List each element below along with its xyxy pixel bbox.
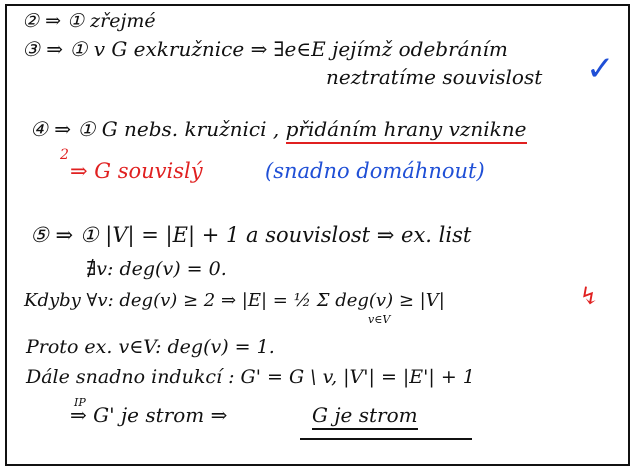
note-line-5a: ⑤ ⇒ ① |V| = |E| + 1 a souvislost ⇒ ex. l… — [30, 223, 472, 247]
page-border — [5, 4, 630, 466]
note-line-5d: Proto ex. v∈V: deg(v) = 1. — [26, 336, 275, 358]
check-mark-icon: ✓ — [586, 49, 615, 89]
note-line-4a-start: ④ ⇒ ① G nebs. kružnici , — [30, 117, 280, 141]
conclusion-double-underline — [300, 438, 472, 440]
note-line-5c: Kdyby ∀v: deg(v) ≥ 2 ⇒ |E| = ½ Σ deg(v) … — [24, 290, 445, 311]
note-line-5e: Dále snadno indukcí : G' = G \ v, |V'| =… — [26, 366, 475, 388]
note-line-4a-underlined: přidáním hrany vznikne — [285, 117, 527, 144]
contradiction-mark: ↯ — [579, 282, 600, 310]
note-line-4b-red: ⇒ G souvislý — [70, 159, 203, 183]
note-line-5f-ip: IP — [74, 396, 86, 409]
note-line-3a: ③ ⇒ ① v G exkružnice ⇒ ∃e∈E jejímž odebr… — [22, 37, 508, 61]
note-line-5b: ∄v: deg(v) = 0. — [86, 258, 227, 280]
note-line-4b-blue: (snadno domáhnout) — [265, 159, 485, 183]
note-line-3b: neztratíme souvislost — [326, 65, 543, 89]
conclusion-text: G je strom — [312, 403, 418, 430]
note-line-4a: ④ ⇒ ① G nebs. kružnici , přidáním hrany … — [30, 117, 527, 144]
note-line-5f-b: G je strom — [312, 403, 418, 430]
note-line-5c-sub: v∈V — [368, 313, 391, 326]
note-line-1: ② ⇒ ① zřejmé — [22, 10, 156, 32]
note-line-5f-a: ⇒ G' je strom ⇒ — [70, 403, 228, 427]
note-line-4b-mark: 2 — [60, 147, 69, 163]
